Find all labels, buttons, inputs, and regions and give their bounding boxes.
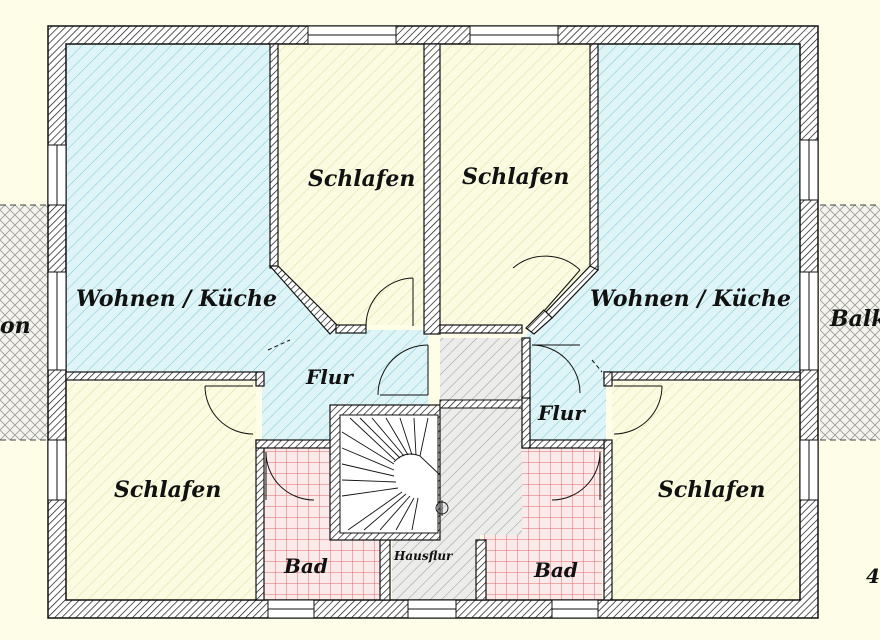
label-living-right: Wohnen / Küche — [590, 286, 791, 312]
label-bath-right: Bad — [533, 558, 578, 582]
living-left-area — [66, 44, 428, 442]
door-swings — [204, 255, 663, 501]
balcony-left — [0, 204, 48, 441]
room-labels: Wohnen / Küche Wohnen / Küche Schlafen S… — [0, 164, 880, 588]
bedroom-bottom-right-area — [612, 383, 800, 600]
label-balcony-left: on — [0, 313, 31, 339]
label-living-left: Wohnen / Küche — [76, 286, 277, 312]
label-entrance: Hausflur — [393, 549, 454, 563]
windows — [47, 25, 819, 619]
label-edge-fragment: 4 — [866, 564, 880, 588]
staircase — [329, 399, 523, 541]
bedroom-top-left-area — [278, 44, 424, 325]
label-hall-right: Flur — [537, 401, 586, 425]
label-bedroom-bottom-right: Schlafen — [658, 477, 765, 503]
label-bath-left: Bad — [283, 554, 328, 578]
bedroom-bottom-left-area — [66, 383, 256, 600]
label-bedroom-bottom-left: Schlafen — [114, 477, 221, 503]
bedroom-top-right-area — [440, 44, 590, 325]
balcony-right — [820, 204, 880, 441]
room-fills — [66, 44, 800, 600]
living-right-area — [522, 44, 800, 442]
label-bedroom-top-left: Schlafen — [308, 166, 415, 192]
label-hall-left: Flur — [305, 365, 354, 389]
interior-walls — [65, 43, 801, 601]
label-balcony-right: Balk — [829, 306, 880, 332]
label-bedroom-top-right: Schlafen — [462, 164, 569, 190]
